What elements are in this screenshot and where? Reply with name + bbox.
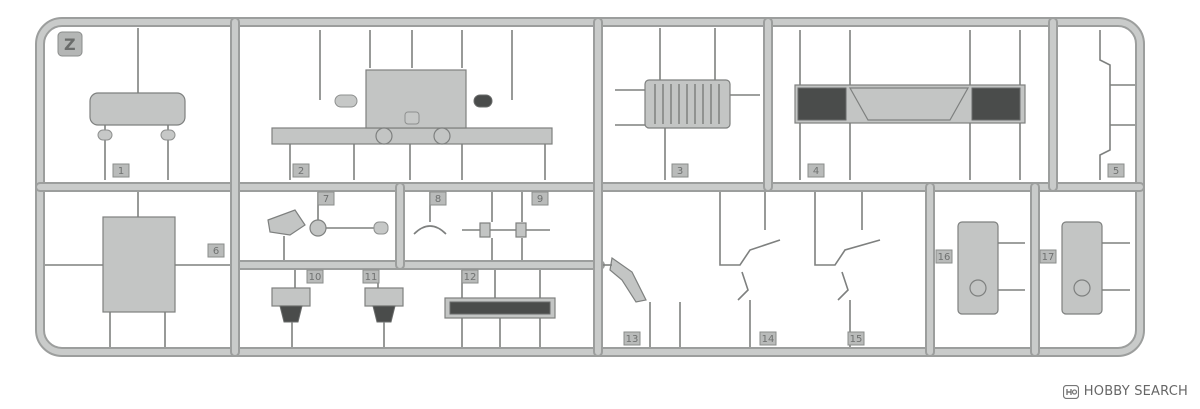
part-tag-label: 10 — [309, 272, 322, 283]
sprue-frame: Z — [35, 17, 1145, 357]
watermark-text: HOBBY SEARCH — [1083, 384, 1188, 399]
part-17-canister — [1061, 221, 1130, 315]
part-tag-label: 1 — [118, 166, 124, 177]
part-tag-label: 6 — [213, 246, 219, 257]
frame-letter-badge — [57, 31, 83, 57]
frame-letter: Z — [64, 35, 76, 54]
part-7-linkage — [267, 192, 389, 260]
part-tag-label: 5 — [1113, 166, 1119, 177]
part-2-beam — [271, 30, 553, 180]
part-tag-label: 4 — [813, 166, 819, 177]
part-14-lever — [719, 192, 781, 347]
part-tag-label: 17 — [1042, 252, 1055, 263]
part-tag-10: 10 — [306, 269, 324, 284]
part-tag-label: 2 — [298, 166, 304, 177]
part-tag-label: 11 — [365, 272, 378, 283]
part-tag-7: 7 — [317, 191, 335, 206]
part-tag-14: 14 — [759, 331, 777, 346]
part-10-mount — [271, 270, 311, 347]
part-tag-label: 15 — [850, 334, 863, 345]
part-tag-6: 6 — [207, 243, 225, 258]
part-tag-label: 3 — [677, 166, 683, 177]
part-tag-9: 9 — [531, 191, 549, 206]
part-tag-label: 8 — [435, 194, 441, 205]
part-tag-1: 1 — [112, 163, 130, 178]
part-tag-15: 15 — [847, 331, 865, 346]
part-tag-label: 9 — [537, 194, 543, 205]
part-tag-label: 13 — [626, 334, 639, 345]
part-tag-17: 17 — [1039, 249, 1057, 264]
part-6-panel — [45, 192, 230, 347]
part-tag-4: 4 — [807, 163, 825, 178]
part-tag-label: 12 — [464, 272, 477, 283]
part-5-rod — [1099, 30, 1135, 180]
part-tag-8: 8 — [429, 191, 447, 206]
part-3-radiator — [615, 28, 760, 180]
watermark: HOBBY SEARCH — [1062, 384, 1188, 399]
part-tag-label: 7 — [323, 194, 329, 205]
part-tag-16: 16 — [935, 249, 953, 264]
part-tag-label: 14 — [762, 334, 775, 345]
part-4-box — [794, 30, 1026, 180]
part-15-lever — [814, 192, 881, 347]
part-11-mount — [364, 270, 404, 347]
hobby-search-logo-icon — [1062, 384, 1079, 399]
part-tag-2: 2 — [292, 163, 310, 178]
part-tag-12: 12 — [461, 269, 479, 284]
part-12-bar — [444, 270, 556, 347]
part-9-shaft — [462, 192, 550, 260]
part-tag-5: 5 — [1107, 163, 1125, 178]
part-tag-11: 11 — [362, 269, 380, 284]
part-13-bracket — [603, 256, 681, 347]
part-tag-3: 3 — [671, 163, 689, 178]
part-tag-13: 13 — [623, 331, 641, 346]
part-16-canister — [957, 221, 1025, 315]
part-1-panel — [89, 28, 186, 180]
part-tag-label: 16 — [938, 252, 951, 263]
